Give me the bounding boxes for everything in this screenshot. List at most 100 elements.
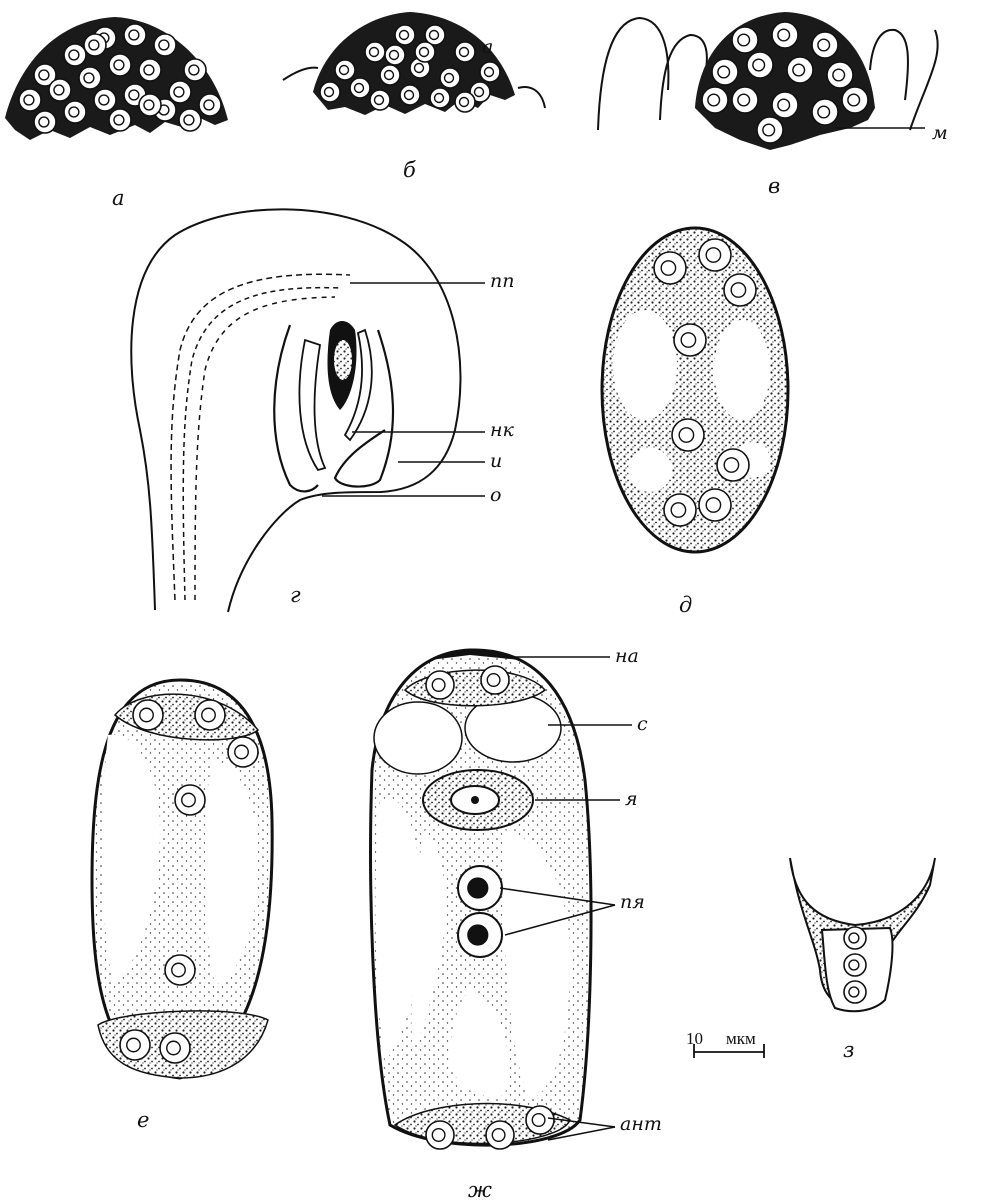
nucleus bbox=[717, 449, 749, 481]
label-pp: пп bbox=[490, 272, 514, 291]
nucleus bbox=[228, 737, 258, 767]
nucleus bbox=[787, 57, 813, 83]
nucleus bbox=[139, 59, 161, 81]
label-s: с bbox=[637, 715, 648, 734]
nucleus bbox=[385, 45, 405, 65]
nucleus bbox=[195, 700, 225, 730]
nucleus bbox=[380, 65, 400, 85]
nucleus bbox=[109, 54, 131, 76]
nucleolus bbox=[468, 878, 488, 898]
label-nk: нк bbox=[490, 421, 514, 440]
nucleus bbox=[64, 44, 86, 66]
nucleus bbox=[674, 324, 706, 356]
nucleus bbox=[79, 67, 101, 89]
nucleus bbox=[350, 78, 370, 98]
integument-right-b bbox=[518, 87, 545, 108]
label-ant: ант bbox=[620, 1115, 662, 1134]
nucleus bbox=[154, 34, 176, 56]
megaspore-cell-g bbox=[334, 340, 352, 380]
nucleolus bbox=[468, 925, 488, 945]
nucleus bbox=[165, 955, 195, 985]
outer-integument-g bbox=[274, 325, 318, 491]
label-ya: я bbox=[625, 790, 638, 809]
scale-bar-unit: мкм bbox=[726, 1030, 756, 1047]
nucleus bbox=[844, 927, 866, 949]
nucleus bbox=[526, 1106, 554, 1134]
nucleus bbox=[184, 59, 206, 81]
nucleus bbox=[724, 274, 756, 306]
nucleus bbox=[812, 99, 838, 125]
label-o: о bbox=[490, 486, 501, 505]
nuclei-group-z bbox=[844, 927, 866, 1003]
nucleus bbox=[124, 24, 146, 46]
nucleus bbox=[395, 25, 415, 45]
nucleus bbox=[426, 671, 454, 699]
nucleus bbox=[335, 60, 355, 80]
funicle-bundle-2-g bbox=[183, 288, 340, 600]
panel-label-g: г bbox=[290, 585, 301, 606]
nucleus bbox=[732, 27, 758, 53]
nucleus bbox=[426, 1121, 454, 1149]
synergid-left bbox=[374, 702, 462, 774]
label-pya: пя bbox=[620, 893, 645, 912]
panel-label-v: в bbox=[768, 176, 780, 197]
vacuole-d-3 bbox=[628, 448, 672, 492]
nucleus bbox=[169, 81, 191, 103]
inner-integument-g bbox=[299, 340, 325, 470]
nucleus bbox=[415, 42, 435, 62]
nucleus bbox=[747, 52, 773, 78]
panel-a-drawing bbox=[5, 17, 228, 140]
panel-label-e: е bbox=[137, 1110, 149, 1131]
nucleus bbox=[455, 42, 475, 62]
panel-v-drawing bbox=[598, 12, 938, 150]
nucleus bbox=[84, 34, 106, 56]
nucleus bbox=[699, 489, 731, 521]
panel-z-drawing bbox=[790, 858, 935, 1011]
nucleus bbox=[664, 494, 696, 526]
nucleus bbox=[772, 92, 798, 118]
scale-bar-value: 10 bbox=[686, 1030, 703, 1047]
nucleus bbox=[702, 87, 728, 113]
nucleus bbox=[440, 68, 460, 88]
nucleus bbox=[179, 109, 201, 131]
panel-label-z: з bbox=[843, 1040, 854, 1061]
nucleus bbox=[455, 92, 475, 112]
panel-label-d: д bbox=[679, 595, 692, 616]
nucleus bbox=[370, 90, 390, 110]
nucleus bbox=[199, 94, 221, 116]
nucleus bbox=[109, 109, 131, 131]
nucleus bbox=[699, 239, 731, 271]
nucleus bbox=[757, 117, 783, 143]
panel-e-drawing bbox=[92, 680, 272, 1078]
vacuole-d-2 bbox=[714, 320, 770, 420]
label-archespore: а bbox=[482, 38, 493, 57]
panel-zh-drawing bbox=[371, 649, 632, 1149]
nucleus bbox=[400, 85, 420, 105]
nucleus bbox=[481, 666, 509, 694]
nucleus bbox=[34, 111, 56, 133]
nucleus bbox=[49, 79, 71, 101]
nucleus bbox=[772, 22, 798, 48]
nucleus bbox=[827, 62, 853, 88]
nucleus bbox=[732, 87, 758, 113]
nucleus bbox=[320, 82, 340, 102]
label-na: на bbox=[615, 647, 639, 666]
nucleus bbox=[480, 62, 500, 82]
vacuole-d-1 bbox=[613, 310, 677, 420]
nucleus bbox=[654, 252, 686, 284]
panel-label-zh: ж bbox=[468, 1180, 492, 1201]
nucleus bbox=[133, 700, 163, 730]
nucleus bbox=[175, 785, 205, 815]
nucleus bbox=[812, 32, 838, 58]
panel-d-drawing bbox=[602, 228, 788, 552]
integument-left-b bbox=[283, 68, 318, 80]
nucleus bbox=[160, 1033, 190, 1063]
integument-inner-right-v bbox=[870, 30, 908, 100]
label-i: и bbox=[490, 452, 502, 471]
label-megaspore: м bbox=[932, 124, 948, 143]
nucleus bbox=[672, 419, 704, 451]
ovule-outline-g bbox=[131, 209, 460, 612]
panel-label-b: б bbox=[403, 160, 416, 181]
nucleus bbox=[64, 101, 86, 123]
nucleus bbox=[844, 954, 866, 976]
